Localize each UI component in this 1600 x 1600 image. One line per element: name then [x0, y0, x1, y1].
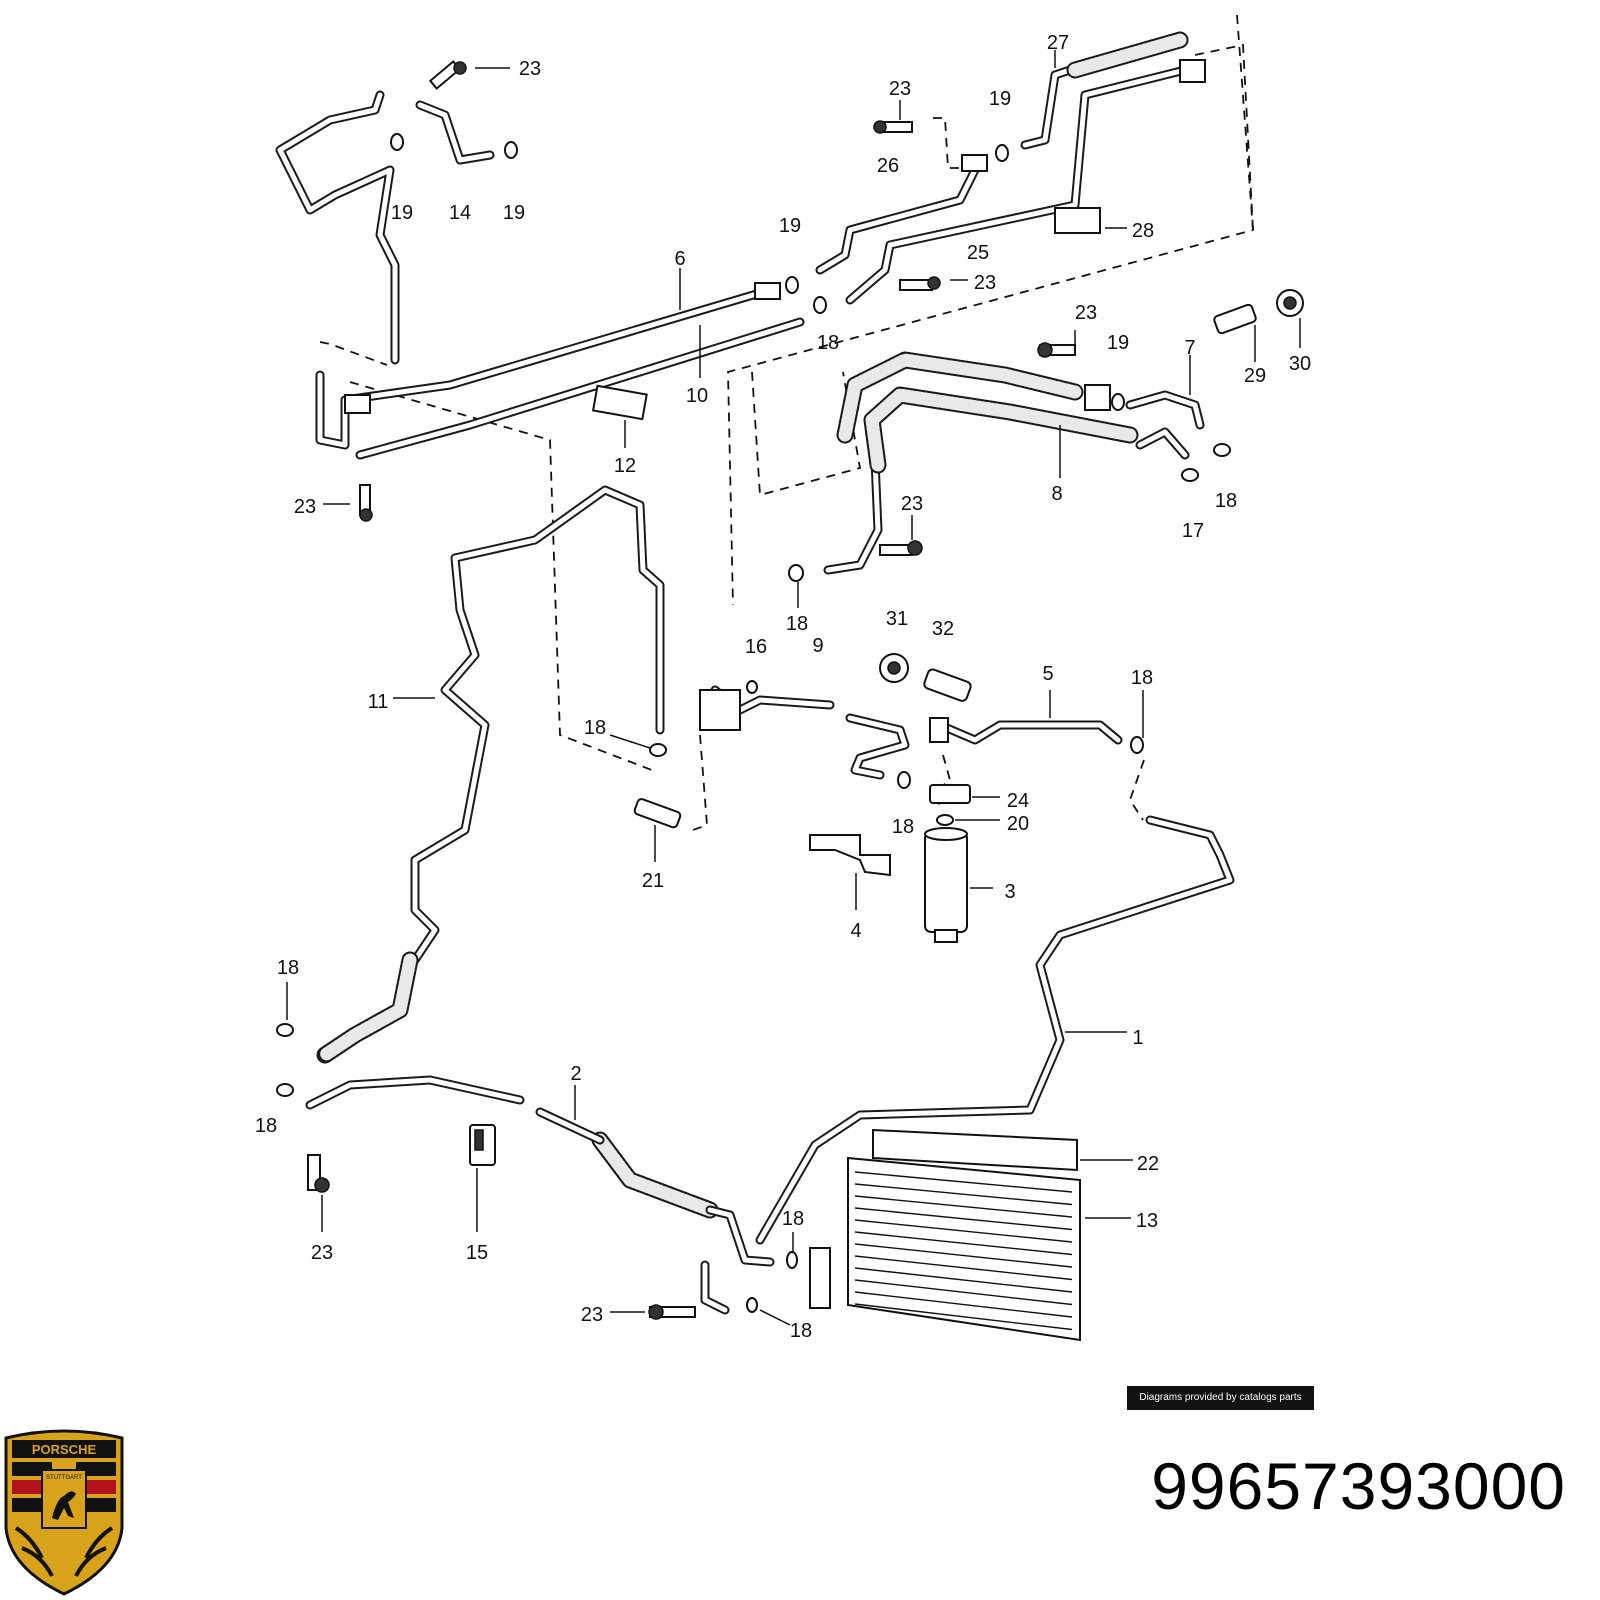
callout-label: 19	[503, 202, 525, 224]
expansion-valve-block	[699, 689, 741, 731]
condenser	[809, 1128, 1081, 1342]
bracket-15	[469, 1124, 496, 1166]
callout-label: 3	[1004, 881, 1015, 903]
bolt-23-lower	[879, 540, 923, 556]
callout-label: 26	[877, 155, 899, 177]
components	[276, 59, 1304, 1342]
callout-label: 19	[779, 215, 801, 237]
callout-label: 31	[886, 608, 908, 630]
callout-label: 18	[782, 1208, 804, 1230]
callout-label: 18	[1215, 490, 1237, 512]
callout-label: 21	[642, 870, 664, 892]
bracket-4	[809, 834, 891, 877]
callout-label: 13	[1136, 1210, 1158, 1232]
bracket-12	[591, 384, 648, 421]
callout-label: 18	[817, 332, 839, 354]
flexible-hoses	[305, 31, 1189, 1267]
callout-label: 9	[812, 635, 823, 657]
callout-label: 23	[294, 496, 316, 518]
callout-label: 19	[391, 202, 413, 224]
receiver-drier	[924, 827, 968, 943]
diagram-credit: Diagrams provided by catalogs parts	[1127, 1386, 1314, 1410]
callout-label: 32	[932, 618, 954, 640]
callout-label: 28	[1132, 220, 1154, 242]
pressure-switch-29	[1213, 303, 1257, 335]
callout-label: 18	[892, 816, 914, 838]
callout-label: 1	[1132, 1027, 1143, 1049]
logo-brand-text: PORSCHE	[32, 1442, 97, 1457]
porsche-crest-logo: PORSCHE STUTTGART	[4, 1429, 124, 1596]
callout-label: 18	[786, 613, 808, 635]
callout-label: 23	[519, 58, 541, 80]
callout-label: 25	[967, 242, 989, 264]
callout-label: 23	[901, 493, 923, 515]
callout-label: 30	[1289, 353, 1311, 375]
fitting-5	[929, 717, 949, 743]
part-number: 99657393000	[1151, 1449, 1566, 1523]
bolt-23-7	[1037, 342, 1076, 358]
leader-lines	[286, 50, 1301, 1326]
callout-label: 2	[570, 1063, 581, 1085]
callout-label: 23	[1075, 302, 1097, 324]
callout-label: 10	[686, 385, 708, 407]
callout-label: 23	[581, 1304, 603, 1326]
callout-label: 23	[889, 78, 911, 100]
horse-icon	[52, 1491, 76, 1520]
bolt-23-mid	[899, 276, 941, 291]
flange-27	[1179, 59, 1206, 83]
callout-label: 11	[368, 691, 389, 713]
callout-label: 22	[1137, 1153, 1159, 1175]
bolt-26	[873, 120, 913, 134]
callout-label: 18	[790, 1320, 812, 1342]
logo-city-text: STUTTGART	[46, 1475, 82, 1481]
seal-31	[879, 653, 909, 683]
flange-26	[961, 154, 988, 172]
seal-30	[1276, 289, 1304, 317]
callout-label: 16	[745, 636, 767, 658]
callout-label: 29	[1244, 365, 1266, 387]
callout-label: 23	[974, 272, 996, 294]
callout-label: 17	[1182, 520, 1204, 542]
callout-label: 7	[1184, 337, 1195, 359]
bolt-23-left	[359, 484, 373, 522]
o-rings	[276, 133, 1231, 1313]
bolt-23-bottom-left	[307, 1154, 330, 1193]
valve-24	[929, 784, 971, 804]
callout-label: 15	[466, 1242, 488, 1264]
callout-label: 19	[989, 88, 1011, 110]
callout-label: 23	[311, 1242, 333, 1264]
bolt-23-bottom	[648, 1304, 696, 1320]
bolt-top-left	[428, 60, 467, 90]
flange-6	[754, 282, 781, 300]
callout-label: 6	[674, 248, 685, 270]
callout-label: 8	[1051, 483, 1062, 505]
callout-label: 5	[1042, 663, 1053, 685]
callout-label: 20	[1007, 813, 1029, 835]
bracket-28	[1054, 207, 1101, 234]
flange-left	[344, 394, 371, 414]
callout-label: 12	[614, 455, 636, 477]
callout-label: 4	[850, 920, 861, 942]
flange-7	[1084, 384, 1111, 411]
callout-label: 18	[277, 957, 299, 979]
callout-label: 24	[1007, 790, 1029, 812]
callout-label: 14	[449, 202, 471, 224]
sensor-21	[633, 798, 682, 829]
pressure-switch-32	[923, 668, 972, 702]
callout-label: 19	[1107, 332, 1129, 354]
callout-label: 18	[584, 717, 606, 739]
callout-label: 18	[255, 1115, 277, 1137]
callout-label: 27	[1047, 32, 1069, 54]
callout-label: 18	[1131, 667, 1153, 689]
